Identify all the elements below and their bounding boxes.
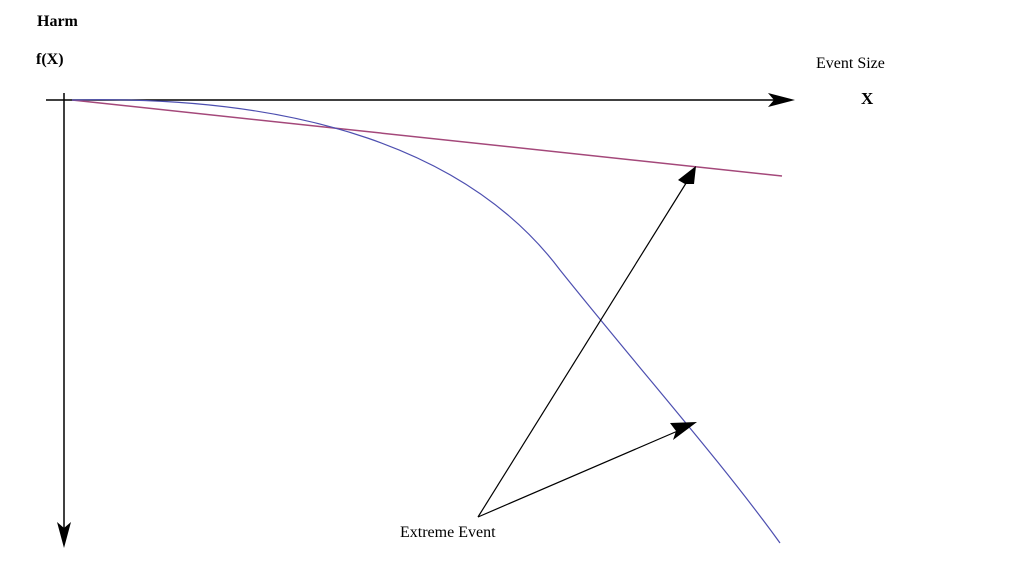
y-axis-arrowhead xyxy=(57,522,71,548)
y-axis-function-label: f(X) xyxy=(36,51,64,68)
arrowhead xyxy=(678,166,696,184)
x-axis xyxy=(46,93,795,107)
y-axis xyxy=(57,93,71,548)
x-axis-title: Event Size xyxy=(816,55,885,72)
linear-harm-curve xyxy=(71,99,783,177)
extreme-event-arrow-concave xyxy=(477,422,697,518)
arrowhead xyxy=(670,422,697,440)
extreme-event-arrow-linear xyxy=(477,166,696,518)
x-axis-symbol: X xyxy=(861,89,874,108)
extreme-event-label: Extreme Event xyxy=(400,524,496,541)
concave-harm-curve xyxy=(71,99,781,544)
y-axis-title: Harm xyxy=(37,13,78,30)
x-axis-arrowhead xyxy=(768,93,795,107)
